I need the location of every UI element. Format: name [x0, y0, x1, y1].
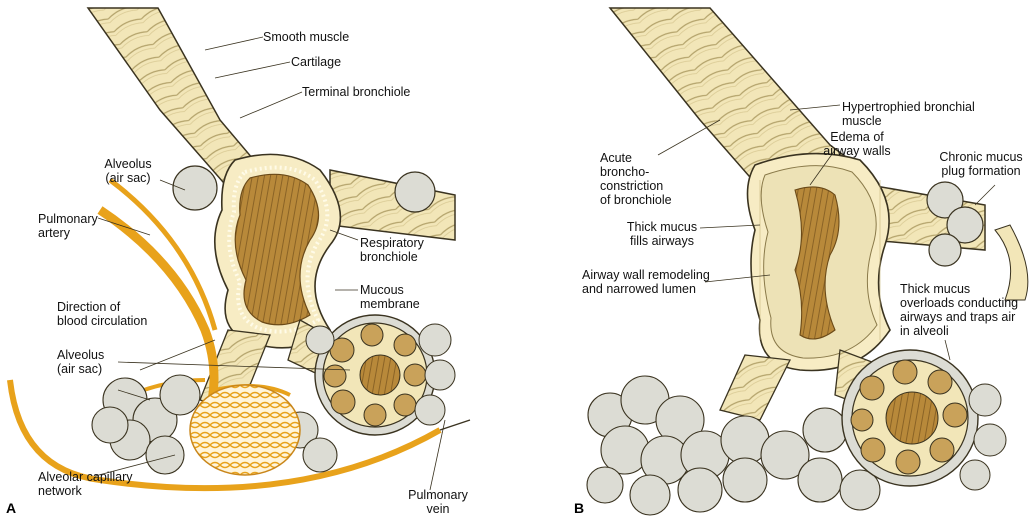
label-smooth-muscle: Smooth muscle	[263, 30, 349, 44]
label-acute-broncho: Acute broncho- constriction of bronchiol…	[600, 151, 672, 207]
panel-letter-b: B	[574, 500, 584, 516]
label-mucous-membrane: Mucous membrane	[360, 283, 420, 311]
capillary-network-a	[190, 385, 300, 475]
label-alveolus-lower: Alveolus (air sac)	[57, 348, 104, 376]
label-pulmonary-artery: Pulmonary artery	[38, 212, 98, 240]
alveolar-cluster-section-a	[306, 315, 455, 435]
alveolar-cluster-section-b	[842, 350, 1006, 490]
label-thick-mucus-fills: Thick mucus fills airways	[620, 220, 704, 248]
label-edema: Edema of airway walls	[822, 130, 892, 158]
label-cartilage: Cartilage	[291, 55, 341, 69]
label-pulmonary-vein: Pulmonary vein	[400, 488, 476, 516]
alveolus-cap-a	[395, 172, 435, 212]
panel-letter-a: A	[6, 500, 16, 516]
label-terminal-bronchiole: Terminal bronchiole	[302, 85, 410, 99]
label-alveolar-capillary: Alveolar capillary network	[38, 470, 132, 498]
label-chronic-mucus: Chronic mucus plug formation	[935, 150, 1027, 178]
panel-b-drawing	[587, 8, 1028, 515]
label-airway-remodeling: Airway wall remodeling and narrowed lume…	[582, 268, 710, 296]
label-thick-mucus-overloads: Thick mucus overloads conducting airways…	[900, 282, 1018, 338]
label-alveolus-top: Alveolus (air sac)	[96, 157, 160, 185]
label-direction-blood: Direction of blood circulation	[57, 300, 147, 328]
side-branch-a	[330, 170, 455, 240]
label-respiratory-bronchiole: Respiratory bronchiole	[360, 236, 424, 264]
label-hypertrophied: Hypertrophied bronchial muscle	[842, 100, 975, 128]
